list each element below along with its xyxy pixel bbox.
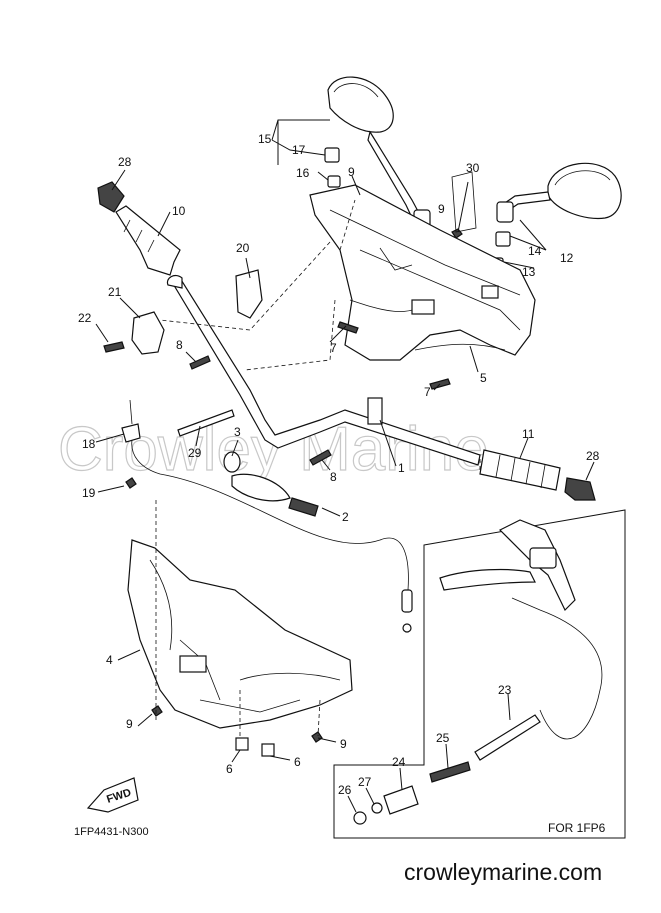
callout-5: 5	[480, 371, 487, 385]
callout-30: 30	[466, 161, 480, 175]
callout-9c: 9	[126, 717, 133, 731]
bolts	[103, 321, 451, 743]
clip-6b	[261, 743, 275, 757]
callout-3: 3	[234, 425, 241, 439]
guide-lines	[155, 199, 481, 738]
callout-24: 24	[392, 755, 406, 769]
callout-15: 15	[258, 132, 272, 146]
left-grip	[97, 181, 181, 276]
callout-25: 25	[436, 731, 450, 745]
callout-13: 13	[522, 265, 536, 279]
callout-9a: 9	[348, 165, 355, 179]
leader-lines	[95, 119, 595, 763]
callout-29: 29	[188, 446, 202, 460]
right-mirror	[496, 162, 622, 223]
inset-lever	[353, 519, 603, 825]
clamp-20	[235, 269, 263, 319]
callout-27: 27	[358, 775, 372, 789]
callout-7a: 7	[330, 341, 337, 355]
callout-22: 22	[78, 311, 92, 325]
throttle-cable	[121, 399, 413, 633]
callouts: 1 2 3 4 5 6 6 7 7 8 8 9 9 9 9 10 11 12 1…	[78, 132, 600, 797]
callout-17: 17	[292, 143, 306, 157]
callout-6a: 6	[226, 762, 233, 776]
callout-19: 19	[82, 486, 96, 500]
clip-6a	[235, 737, 249, 751]
cable-tie	[177, 409, 235, 437]
upper-handlebar-cover	[309, 184, 536, 361]
callout-6b: 6	[294, 755, 301, 769]
holder-3	[223, 451, 291, 502]
callout-9b: 9	[438, 202, 445, 216]
clamp-21	[131, 311, 165, 355]
callout-20: 20	[236, 241, 250, 255]
fwd-arrow-icon: FWD	[86, 777, 139, 813]
callout-21: 21	[108, 285, 122, 299]
watermark-text: Crowley Marine	[58, 415, 489, 484]
callout-9d: 9	[340, 737, 347, 751]
callout-8b: 8	[330, 470, 337, 484]
right-grip	[479, 449, 596, 501]
callout-2: 2	[342, 510, 349, 524]
callout-23: 23	[498, 683, 512, 697]
lower-handlebar-cover	[127, 539, 353, 729]
callout-8a: 8	[176, 338, 183, 352]
callout-18: 18	[82, 437, 96, 451]
inset-leaders	[347, 693, 511, 813]
callout-10: 10	[172, 204, 186, 218]
callout-7b: 7	[424, 385, 431, 399]
callout-12: 12	[560, 251, 574, 265]
callout-26: 26	[338, 783, 352, 797]
inset-caption: FOR 1FP6	[548, 821, 606, 835]
diagram-code: 1FP4431-N300	[74, 826, 149, 838]
panel-30	[451, 171, 477, 233]
callout-16: 16	[296, 166, 310, 180]
site-url: crowleymarine.com	[404, 859, 602, 885]
callout-1: 1	[398, 461, 405, 475]
callout-11: 11	[522, 427, 535, 441]
callout-28a: 28	[118, 155, 132, 169]
callout-14: 14	[528, 244, 542, 258]
callout-28b: 28	[586, 449, 600, 463]
callout-4: 4	[106, 653, 113, 667]
inset-frame	[333, 509, 626, 839]
